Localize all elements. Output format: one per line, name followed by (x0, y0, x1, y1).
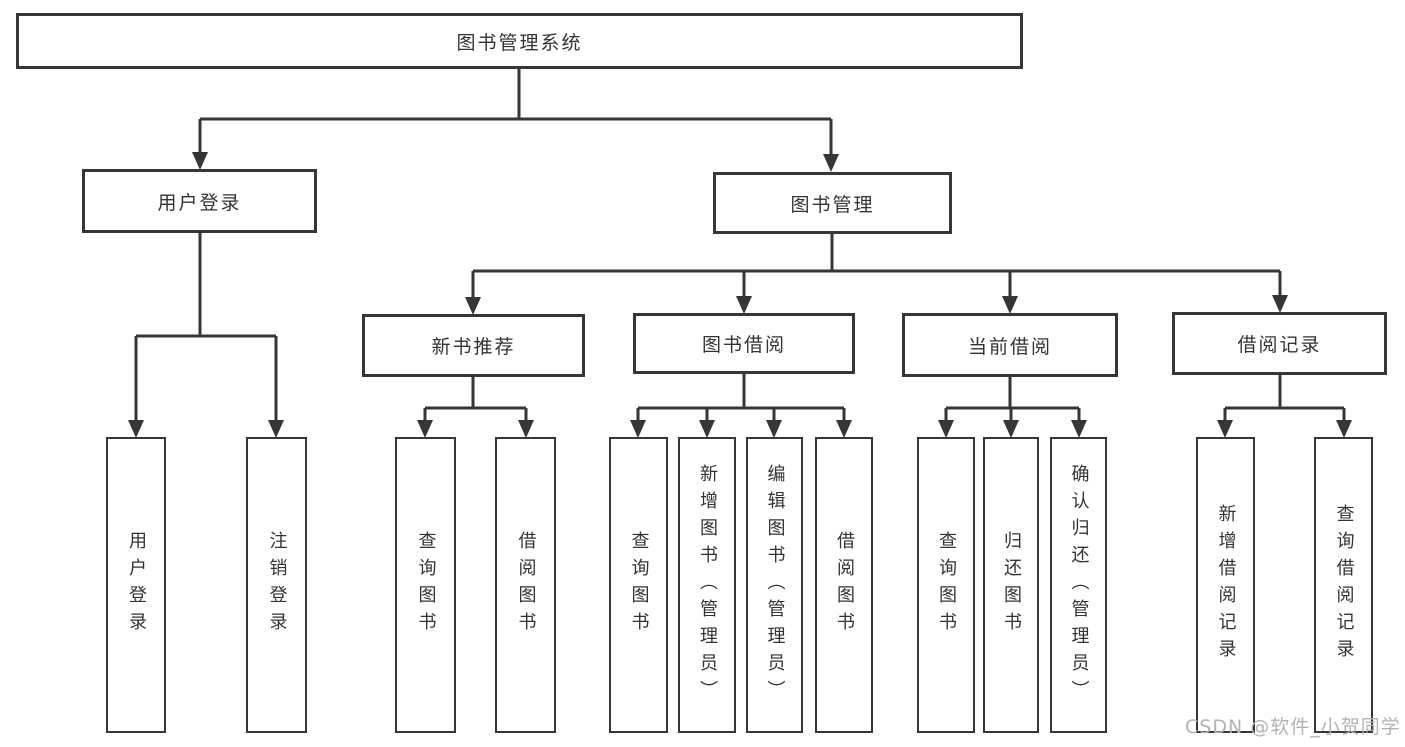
node-label: 归还图书 (1001, 531, 1022, 639)
node-borrow-records: 借阅记录 (1172, 312, 1387, 375)
leaf-query-borrow-record: 查询借阅记录 (1314, 437, 1373, 733)
node-label: 编辑图书（管理员） (764, 463, 786, 707)
leaf-query-books-current: 查询图书 (917, 437, 975, 733)
node-label: 查询图书 (628, 531, 650, 639)
node-label: 查询图书 (415, 531, 437, 639)
node-label: 借阅图书 (834, 531, 855, 639)
connector-current-borrow-to-leaves (944, 377, 1081, 421)
node-book-borrow: 图书借阅 (633, 313, 855, 374)
connector-new-recommend-to-leaves (423, 377, 528, 421)
connector-book-borrow-to-leaves (636, 374, 846, 421)
connector-book-mgmt-to-level3 (471, 234, 1282, 298)
leaf-logout: 注销登录 (246, 437, 307, 733)
node-label: 用户登录 (126, 531, 147, 639)
connector-user-login-to-leaves (134, 233, 278, 421)
node-label: 用户登录 (157, 191, 242, 214)
node-label: 查询借阅记录 (1333, 504, 1355, 666)
connector-root-to-level2 (198, 69, 833, 155)
node-label: 查询图书 (936, 531, 957, 639)
leaf-add-borrow-record: 新增借阅记录 (1196, 437, 1255, 733)
leaf-query-books-recommend: 查询图书 (395, 437, 456, 733)
leaf-borrow-books-recommend: 借阅图书 (495, 437, 556, 733)
node-new-book-recommend: 新书推荐 (362, 314, 585, 377)
node-label: 新增图书（管理员） (697, 463, 718, 707)
node-label: 确认归还（管理员） (1068, 463, 1090, 707)
node-label: 图书管理系统 (456, 31, 583, 54)
leaf-add-books-admin: 新增图书（管理员） (678, 437, 736, 733)
node-label: 借阅记录 (1237, 334, 1322, 356)
leaf-return-books: 归还图书 (983, 437, 1039, 733)
connector-borrow-records-to-leaves (1223, 375, 1346, 421)
leaf-user-login: 用户登录 (106, 437, 166, 733)
node-label: 注销登录 (266, 531, 288, 639)
node-label: 新增借阅记录 (1215, 504, 1237, 666)
node-label: 新书推荐 (431, 336, 516, 358)
csdn-watermark: CSDN @软件_小贺同学 (1185, 716, 1401, 738)
node-current-borrow: 当前借阅 (902, 313, 1118, 377)
node-label: 图书管理 (790, 193, 875, 216)
node-book-management: 图书管理 (713, 172, 952, 234)
leaf-borrow-books: 借阅图书 (815, 437, 873, 733)
node-label: 当前借阅 (967, 335, 1052, 358)
node-label: 图书借阅 (701, 334, 786, 356)
leaf-edit-books-admin: 编辑图书（管理员） (746, 437, 803, 733)
node-label: 借阅图书 (515, 531, 537, 639)
node-user-login: 用户登录 (82, 169, 317, 233)
leaf-query-books-borrow: 查询图书 (609, 437, 668, 733)
leaf-confirm-return-admin: 确认归还（管理员） (1050, 437, 1107, 733)
node-root-library-system: 图书管理系统 (16, 13, 1023, 69)
